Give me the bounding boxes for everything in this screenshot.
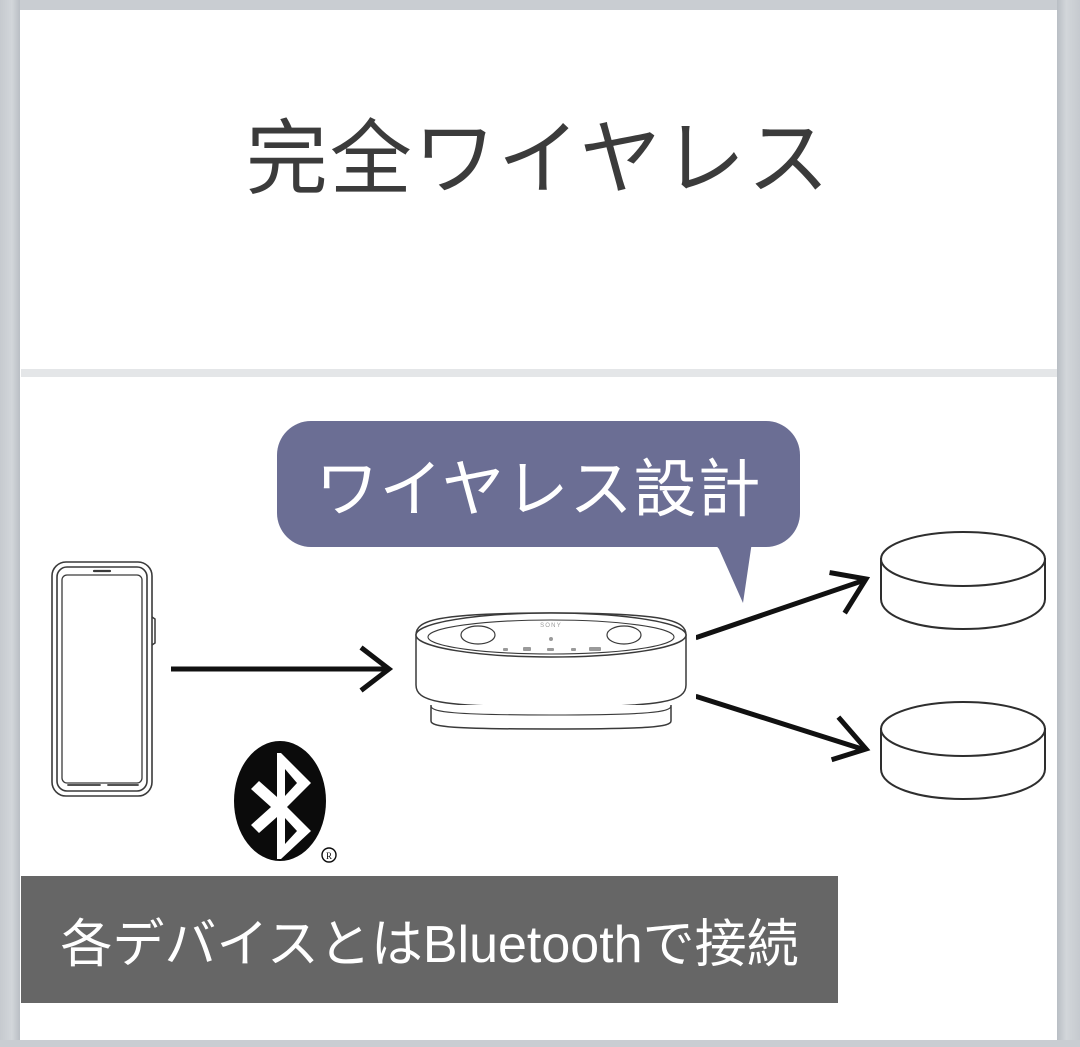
caption-banner: 各デバイスとはBluetoothで接続	[21, 876, 838, 1003]
svg-text:R: R	[326, 851, 332, 861]
wireless-speaker-puck-icon	[880, 531, 1046, 631]
speaker-control-icons	[503, 637, 601, 651]
title-panel: 完全ワイヤレス	[21, 11, 1056, 369]
connector-arrow-speaker-to-puck-bottom	[696, 693, 871, 763]
wireless-transmitter-icon: SONY	[415, 612, 687, 730]
panel-divider	[21, 369, 1057, 377]
bluetooth-logo-icon: R	[234, 741, 337, 863]
frame-edge-right	[1057, 0, 1080, 1047]
callout-bubble: ワイヤレス設計	[277, 421, 800, 547]
registered-mark-icon: R	[321, 847, 337, 863]
frame-edge-top	[0, 0, 1080, 10]
wireless-speaker-puck-icon	[880, 701, 1046, 801]
caption-text: 各デバイスとはBluetoothで接続	[60, 916, 799, 974]
frame-edge-left	[0, 0, 20, 1047]
frame-edge-bottom	[0, 1040, 1080, 1047]
slide-bottom-margin	[21, 1003, 1057, 1039]
connector-arrow-phone-to-speaker	[171, 645, 394, 693]
callout-tail	[707, 535, 753, 603]
callout-label: ワイヤレス設計	[315, 454, 762, 525]
smartphone-icon	[51, 561, 156, 797]
page-title: 完全ワイヤレス	[245, 114, 832, 205]
speaker-brand-mark: SONY	[540, 623, 562, 629]
connector-arrow-speaker-to-puck-top	[696, 570, 871, 641]
